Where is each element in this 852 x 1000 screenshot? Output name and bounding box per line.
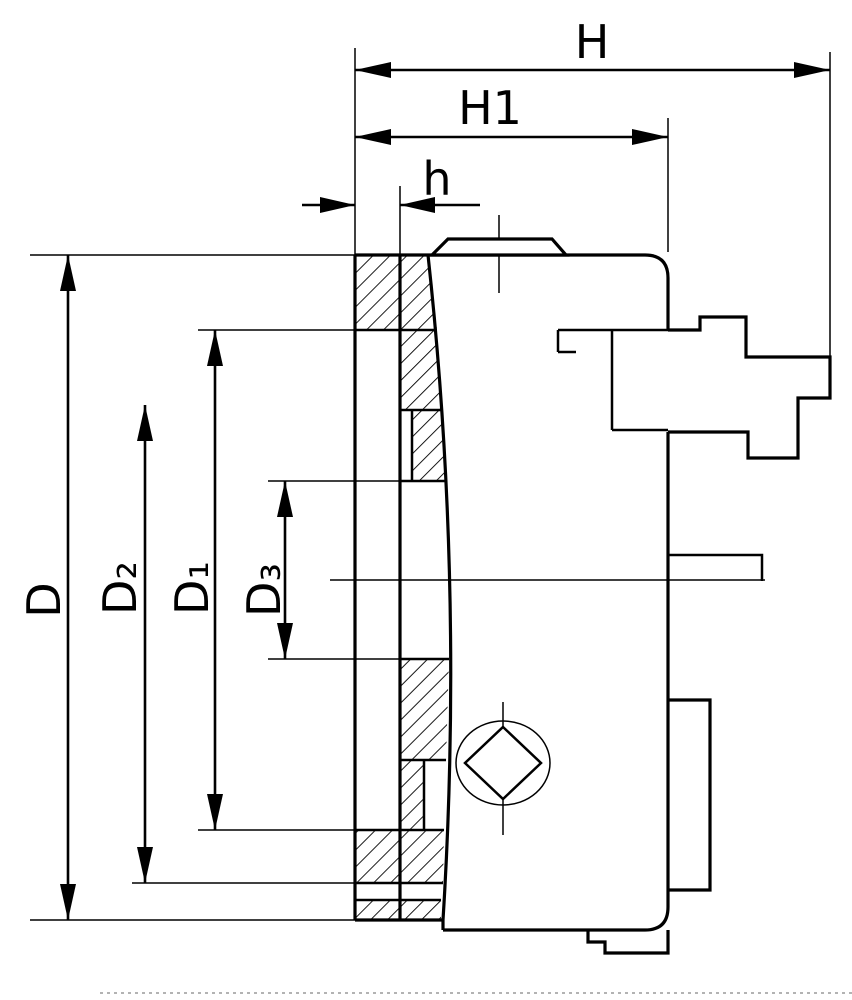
- back-plate-section: [353, 237, 670, 922]
- hatch-area: [400, 659, 449, 760]
- arrowhead: [137, 405, 153, 441]
- arrowhead: [207, 330, 223, 366]
- hatch-area: [355, 255, 437, 330]
- label-h: h: [422, 152, 451, 206]
- body-step-line: [668, 553, 764, 581]
- dimension-H1: H1: [355, 81, 668, 145]
- bottom-small-block: [586, 930, 670, 955]
- dimension-h: h: [302, 152, 480, 213]
- chuck-front-face-curve: [426, 254, 453, 921]
- dimension-D: D: [17, 255, 76, 920]
- dimension-D3: D₃: [237, 481, 293, 659]
- arrowhead: [355, 129, 391, 145]
- hole-circle: [455, 720, 551, 806]
- label-H: H: [575, 15, 610, 69]
- dimension-D2: D₂: [93, 405, 153, 883]
- hatch-area: [400, 330, 442, 410]
- top-corner-arc: [644, 253, 670, 279]
- bottom-corner-arc: [644, 906, 670, 932]
- dimension-H: H: [355, 15, 830, 78]
- label-H1: H1: [458, 81, 522, 135]
- arrowhead: [320, 197, 355, 213]
- chuck-body-section: [441, 278, 832, 955]
- lower-jaw-block: [668, 698, 712, 892]
- arrowhead: [632, 129, 668, 145]
- dimension-D1: D₁: [165, 330, 223, 830]
- label-D1: D₁: [165, 561, 219, 615]
- arrowhead: [277, 623, 293, 659]
- section-hatching: [355, 255, 449, 920]
- label-D2: D₂: [93, 561, 147, 615]
- arrowhead: [60, 255, 76, 291]
- jaw-profile: [668, 315, 832, 460]
- label-D: D: [17, 582, 71, 617]
- hatch-area: [355, 900, 441, 920]
- arrowhead: [794, 62, 830, 78]
- arrowhead: [137, 847, 153, 883]
- label-D3: D₃: [237, 563, 291, 617]
- hatch-area: [400, 760, 424, 830]
- arrowhead: [60, 884, 76, 920]
- arrowhead: [277, 481, 293, 517]
- arrowhead: [355, 62, 391, 78]
- hole-diamond: [463, 725, 543, 801]
- extension-lines: [30, 48, 831, 921]
- locating-key: [428, 237, 570, 257]
- arrowhead: [207, 794, 223, 830]
- mounting-hole-feature: [455, 720, 551, 806]
- arrowhead: [400, 197, 435, 213]
- hatch-area: [412, 410, 445, 481]
